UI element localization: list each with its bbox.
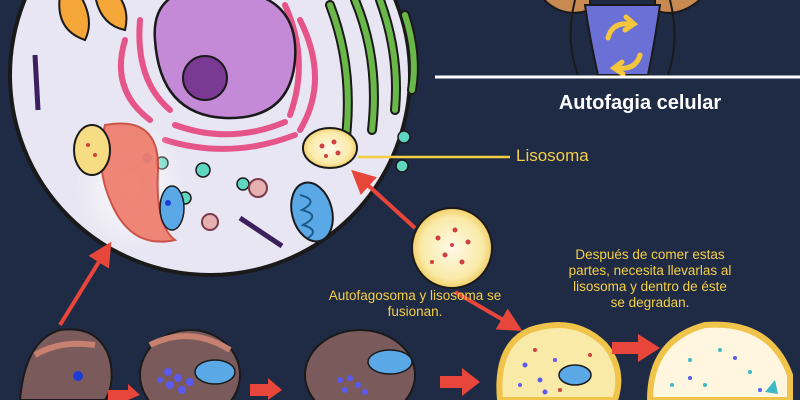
forming-autophagosome [73,117,185,253]
endoplasmic-reticulum [117,2,318,152]
sequence-stage-2 [139,329,241,400]
sequence-stage-1 [18,328,113,400]
star-organelle [201,178,268,231]
cell-lysosome [302,127,358,169]
lysosome-label: Lisosoma [516,146,589,165]
figure-illustration [543,0,702,77]
nucleus [153,0,297,120]
process-arrows [58,169,523,332]
degrading-lysosome [646,321,793,400]
mitochondrion [290,181,334,243]
cytoskeleton-rod [32,54,41,111]
page-title: Autofagia celular [558,92,722,114]
green-organelle [325,0,419,150]
fused-autolysosome [496,322,622,400]
golgi-apparatus [58,0,128,42]
cytoskeleton-rod [238,215,284,249]
recycle-arrows-icon [605,14,643,77]
degradation-caption: Después de comer estas partes, necesita … [568,247,732,310]
free-lysosome [411,207,493,289]
cell [8,0,419,277]
sequence-arrows [108,334,660,400]
sequence-stage-3 [304,329,416,400]
fusion-caption: Autofagosoma y lisosoma se fusionan. [328,288,502,319]
